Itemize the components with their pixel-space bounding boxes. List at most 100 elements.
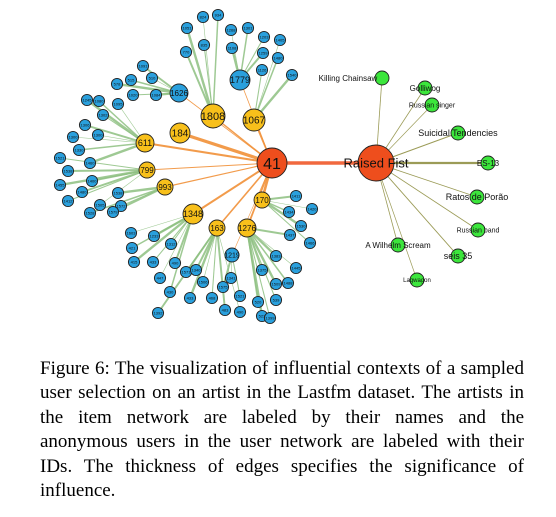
user-node-leaf-66: 1571 — [179, 265, 193, 279]
artist-node-5 — [469, 189, 485, 205]
user-node-leaf-53-circle — [269, 293, 283, 307]
user-node-leaf-40-label: 1603 — [127, 230, 137, 235]
user-node-leaf-69: 1340 — [189, 263, 203, 277]
edge-user-28 — [59, 157, 148, 171]
user-node-leaf-23: 1302 — [96, 108, 110, 122]
user-node-leaf-36-circle — [83, 206, 97, 220]
user-node-leaf-73-label: 1399 — [266, 315, 276, 320]
user-node-leaf-11-label: 1480 — [274, 55, 284, 60]
user-node-leaf-51-circle — [251, 295, 265, 309]
user-node-leaf-37-label: 1538 — [114, 190, 124, 195]
user-node-1067: 1067 — [242, 108, 266, 132]
user-node-leaf-56: 1434 — [282, 205, 296, 219]
user-node-leaf-53: 539 — [269, 293, 283, 307]
artist-node-4 — [480, 155, 496, 171]
edge-hub-8 — [192, 162, 273, 215]
user-node-1626-label: 1626 — [170, 89, 188, 98]
user-node-1276-circle — [237, 218, 257, 238]
user-node-leaf-9: 1259 — [256, 46, 270, 60]
artist-label-8: A Wilhelm Scream — [365, 241, 431, 250]
artist-node-5-circle — [469, 189, 485, 205]
user-node-leaf-40: 1603 — [124, 226, 138, 240]
user-node-leaf-50-circle — [233, 305, 247, 319]
user-node-leaf-39-circle — [106, 205, 120, 219]
edge-hub-5 — [144, 142, 273, 164]
user-node-1808-circle — [200, 103, 226, 129]
user-node-1219-label: 1219 — [224, 253, 240, 260]
user-node-leaf-51-label: 520 — [255, 299, 262, 304]
user-node-leaf-74: 1392 — [151, 306, 165, 320]
user-node-leaf-26-circle — [72, 143, 86, 157]
user-node-leaf-22: 1245 — [80, 93, 94, 107]
user-node-leaf-30: 1300 — [91, 128, 105, 142]
user-node-leaf-49: 483 — [218, 303, 232, 317]
user-node-leaf-65-label: 1506 — [199, 279, 209, 284]
user-node-leaf-7-circle — [225, 41, 239, 55]
user-node-leaf-69-label: 1340 — [192, 267, 202, 272]
artist-node-4-circle — [480, 155, 496, 171]
user-node-leaf-38-circle — [114, 199, 128, 213]
user-node-leaf-60-circle — [289, 261, 303, 275]
user-node-leaf-16: 515 — [124, 73, 138, 87]
user-node-leaf-16-label: 515 — [128, 77, 135, 82]
user-node-leaf-7-label: 1108 — [228, 45, 237, 50]
user-node-leaf-71: 1375 — [255, 263, 269, 277]
artist-node-9 — [409, 272, 425, 288]
user-node-leaf-61-label: 1488 — [284, 280, 294, 285]
edge-user-49 — [216, 227, 226, 311]
artist-node-center-circle — [357, 144, 395, 182]
user-node-leaf-6: 1301 — [241, 21, 255, 35]
user-node-1348-circle — [182, 203, 204, 225]
artist-node-0-circle — [374, 70, 390, 86]
user-node-leaf-19-label: 1084 — [152, 92, 162, 97]
user-node-leaf-70-circle — [224, 271, 238, 285]
user-node-leaf-68: 1312 — [164, 237, 178, 251]
user-node-leaf-67-label: 1233 — [150, 233, 160, 238]
user-node-leaf-62-circle — [269, 277, 283, 291]
user-node-799-label: 799 — [140, 166, 154, 175]
user-node-leaf-46-label: 430 — [167, 289, 174, 294]
user-node-leaf-55: 1420 — [305, 202, 319, 216]
user-node-1219: 1219 — [224, 247, 240, 263]
user-node-leaf-18-label: 1020 — [129, 92, 139, 97]
user-node-leaf-73-circle — [263, 311, 277, 325]
user-node-leaf-13-label: 1126 — [258, 67, 267, 72]
user-node-leaf-57-circle — [294, 219, 308, 233]
user-node-leaf-72: 1383 — [269, 249, 283, 263]
user-node-1626-circle — [169, 83, 189, 103]
user-node-1276-label: 1276 — [238, 224, 256, 233]
user-node-leaf-9-circle — [256, 46, 270, 60]
user-node-leaf-11: 1480 — [271, 51, 285, 65]
user-node-leaf-10: 1405 — [273, 33, 287, 47]
user-node-leaf-45-circle — [153, 271, 167, 285]
user-node-leaf-51: 520 — [251, 295, 265, 309]
user-node-leaf-44-circle — [168, 256, 182, 270]
user-node-1779-label: 1779 — [230, 75, 250, 85]
user-node-leaf-59-circle — [283, 228, 297, 242]
user-node-leaf-43-circle — [146, 255, 160, 269]
artist-node-3-circle — [450, 125, 466, 141]
artist-node-1-circle — [417, 80, 433, 96]
user-node-leaf-15: 510 — [145, 71, 159, 85]
user-node-leaf-55-circle — [305, 202, 319, 216]
user-node-leaf-31-circle — [85, 174, 99, 188]
user-node-leaf-63-label: 1521 — [236, 293, 246, 298]
user-node-611: 611 — [135, 133, 155, 153]
user-node-leaf-25-label: 1300 — [69, 134, 79, 139]
artist-node-center-label: Raised Fist — [343, 156, 408, 171]
user-node-leaf-41: 421 — [125, 241, 139, 255]
user-node-leaf-1: 934 — [211, 8, 225, 22]
edge-hub-4 — [178, 92, 273, 164]
user-node-leaf-24-label: 1306 — [81, 122, 91, 127]
user-node-leaf-67-circle — [147, 229, 161, 243]
user-node-leaf-56-circle — [282, 205, 296, 219]
user-node-170: 170 — [253, 191, 271, 209]
artist-node-center: Raised Fist — [343, 144, 409, 182]
user-node-leaf-22-label: 1245 — [83, 97, 93, 102]
user-node-leaf-58: 1466 — [303, 236, 317, 250]
edge-user-55 — [261, 199, 313, 210]
user-node-leaf-10-circle — [273, 33, 287, 47]
user-node-center-circle — [256, 147, 288, 179]
user-node-1779: 1779 — [229, 69, 251, 91]
user-node-leaf-18-circle — [126, 88, 140, 102]
